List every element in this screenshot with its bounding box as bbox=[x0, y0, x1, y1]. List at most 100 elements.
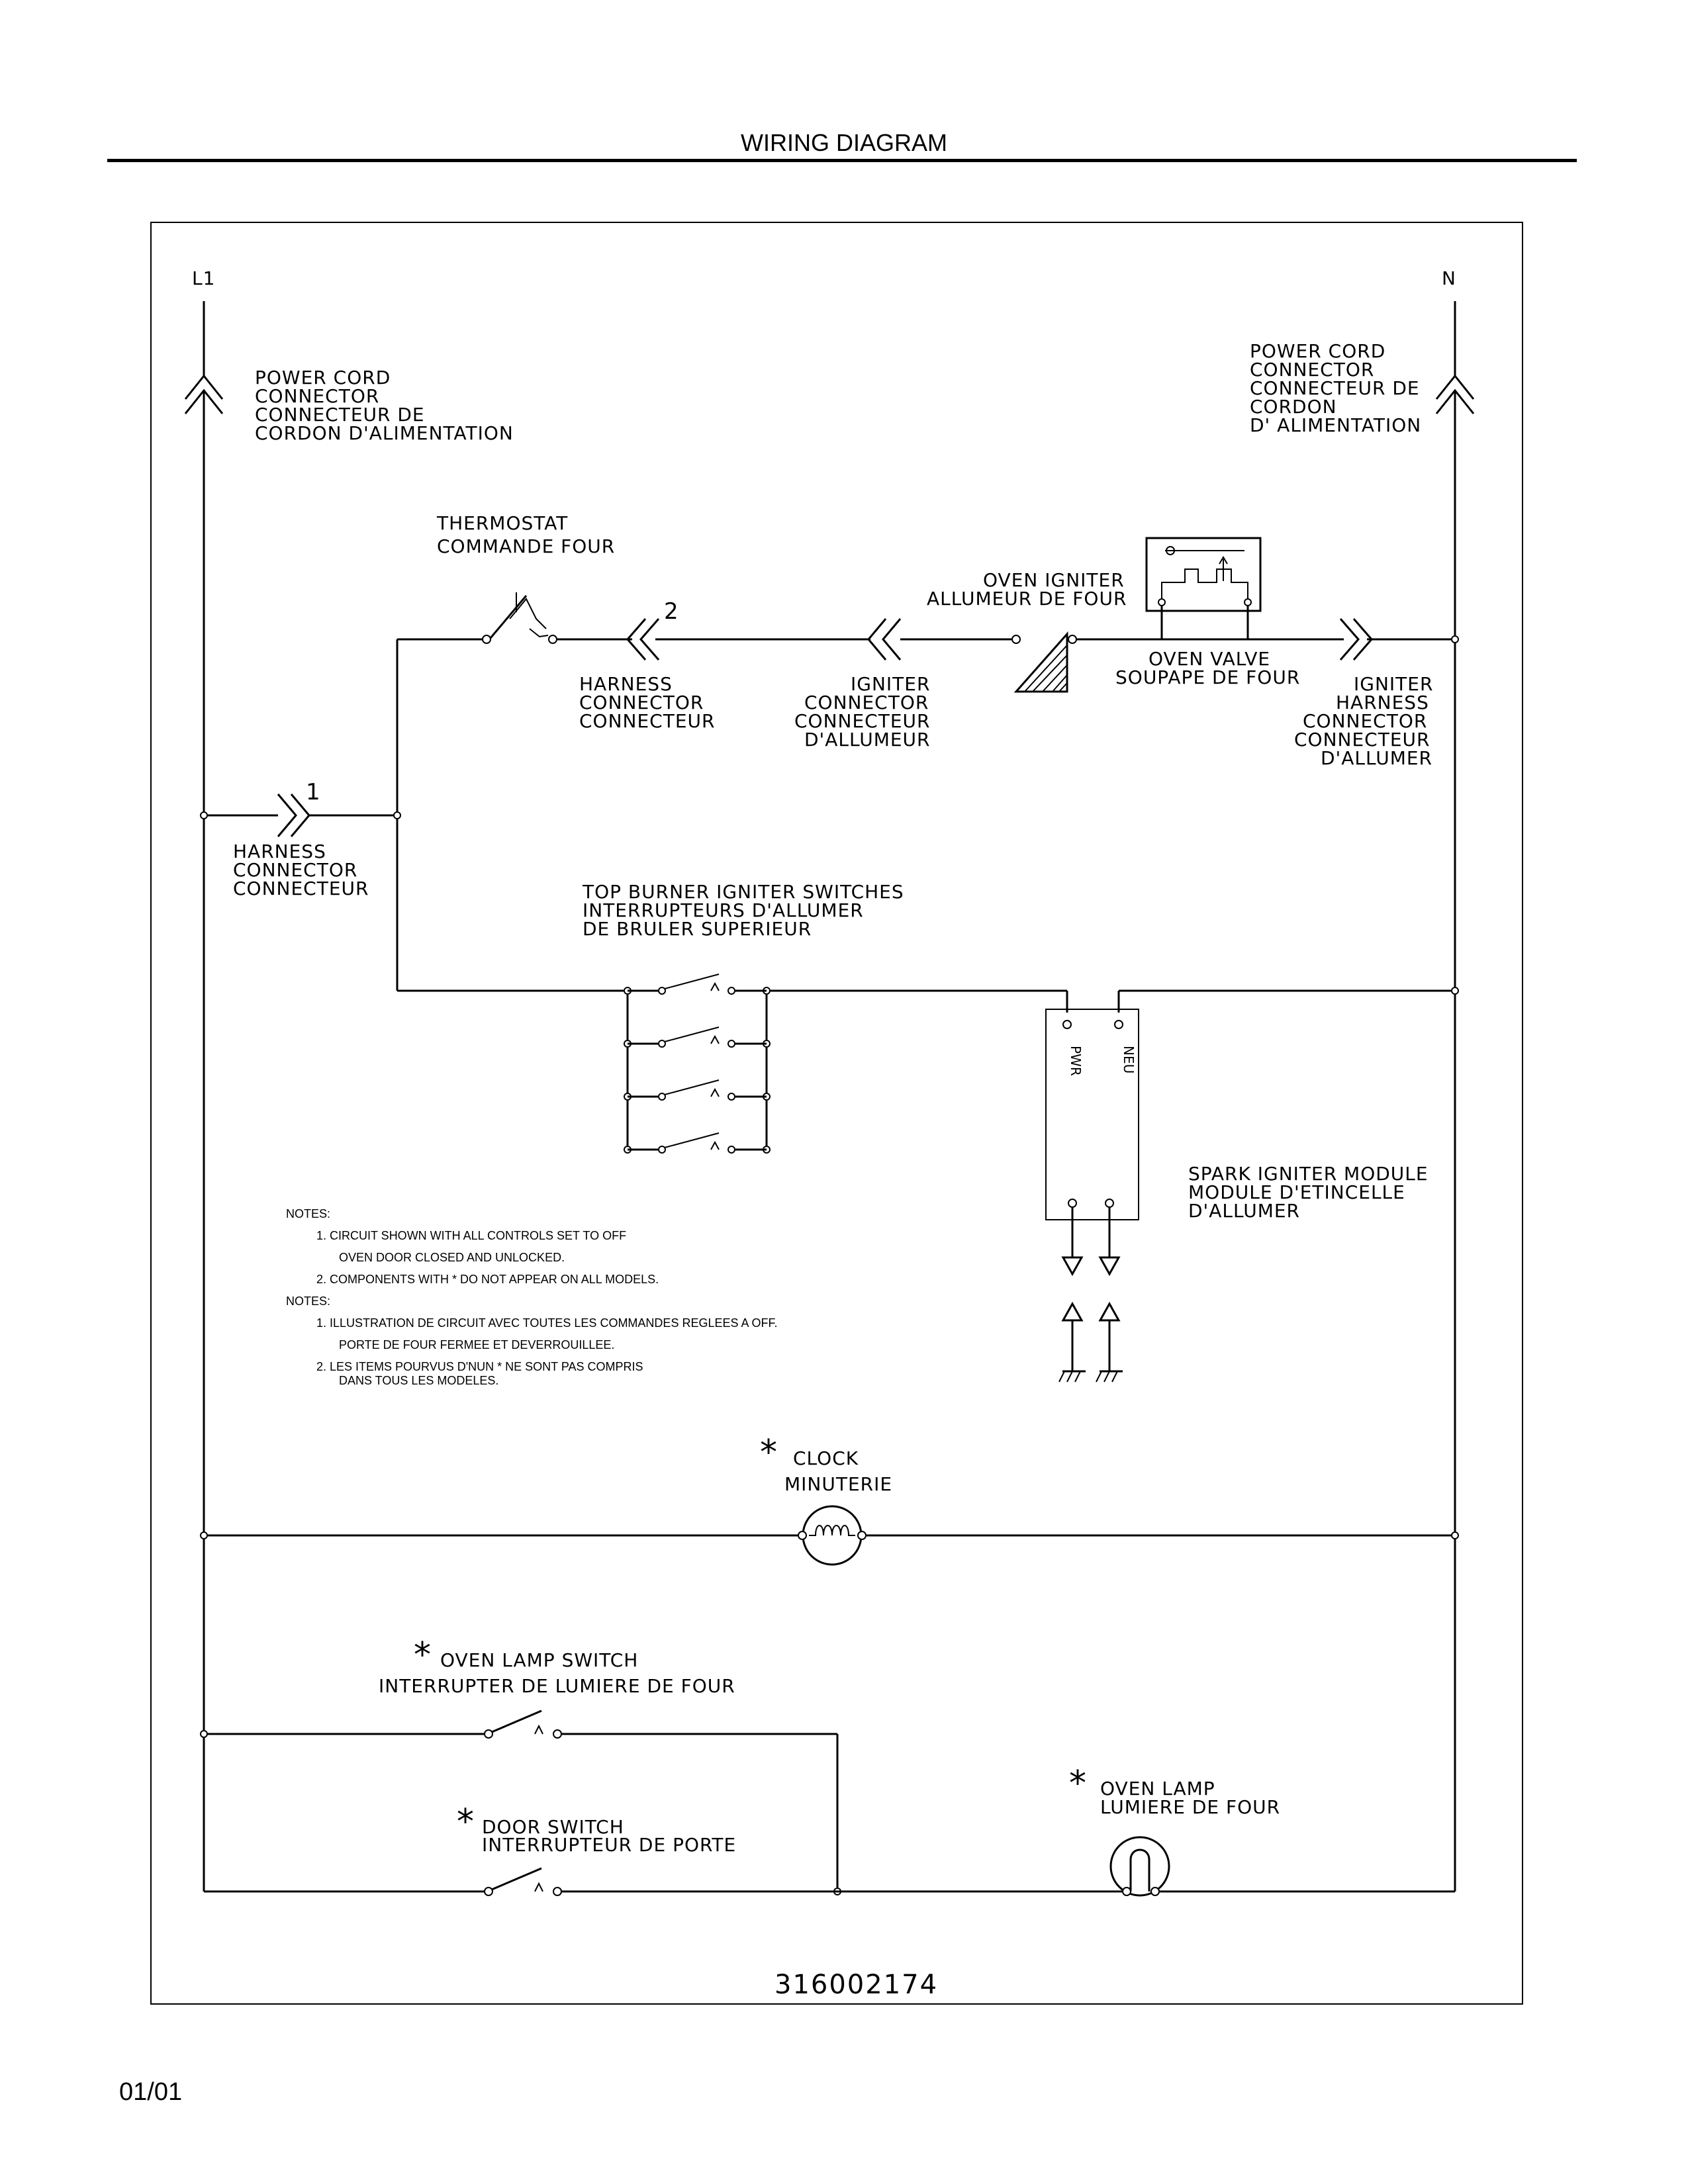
svg-text:INTERRUPTER DE LUMIERE DE FOUR: INTERRUPTER DE LUMIERE DE FOUR bbox=[379, 1675, 735, 1697]
svg-text:ALLUMEUR DE FOUR: ALLUMEUR DE FOUR bbox=[927, 588, 1127, 610]
svg-text:D'ALLUMER: D'ALLUMER bbox=[1321, 747, 1432, 769]
clock-label: CLOCK MINUTERIE bbox=[784, 1447, 892, 1495]
power-cord-left-label: POWER CORD CONNECTOR CONNECTEUR DE CORDO… bbox=[255, 367, 514, 444]
igniter-connector bbox=[867, 618, 902, 660]
page-title: WIRING DIAGRAM bbox=[741, 129, 947, 156]
svg-text:CONNECTEUR: CONNECTEUR bbox=[794, 710, 930, 732]
svg-text:IGNITER: IGNITER bbox=[851, 673, 930, 695]
clock-motor bbox=[798, 1505, 867, 1566]
svg-text:OVEN DOOR CLOSED AND UNLOCKED.: OVEN DOOR CLOSED AND UNLOCKED. bbox=[339, 1251, 565, 1264]
svg-text:HARNESS: HARNESS bbox=[1336, 692, 1429, 713]
l1-label: L1 bbox=[192, 267, 215, 289]
svg-text:OVEN LAMP SWITCH: OVEN LAMP SWITCH bbox=[440, 1649, 638, 1671]
svg-text:TOP BURNER IGNITER SWITCHES: TOP BURNER IGNITER SWITCHES bbox=[582, 881, 904, 903]
harness-connector-2 bbox=[626, 618, 660, 660]
svg-text:1. ILLUSTRATION DE CIRCUIT AV: 1. ILLUSTRATION DE CIRCUIT AVEC TOUTES L… bbox=[316, 1316, 778, 1330]
oven-lamp-switch-label: OVEN LAMP SWITCH INTERRUPTER DE LUMIERE … bbox=[379, 1649, 735, 1697]
power-cord-right-label: POWER CORD CONNECTOR CONNECTEUR DE CORDO… bbox=[1250, 340, 1421, 436]
igniter-harness-connector-label: IGNITER HARNESS CONNECTOR CONNECTEUR D'A… bbox=[1294, 673, 1433, 769]
svg-text:DANS TOUS LES MODELES.: DANS TOUS LES MODELES. bbox=[339, 1374, 498, 1387]
harness-connector-1-label: HARNESS CONNECTOR CONNECTEUR bbox=[233, 841, 369, 899]
svg-text:DOOR SWITCH: DOOR SWITCH bbox=[482, 1816, 624, 1838]
svg-text:CLOCK: CLOCK bbox=[793, 1447, 859, 1469]
svg-text:D' ALIMENTATION: D' ALIMENTATION bbox=[1250, 414, 1421, 436]
top-burner-igniter-switches bbox=[396, 974, 1068, 1154]
svg-text:CONNECTEUR DE: CONNECTEUR DE bbox=[255, 404, 425, 426]
svg-text:SPARK IGNITER MODULE: SPARK IGNITER MODULE bbox=[1188, 1163, 1429, 1185]
spark-igniter-module: PWR NEU bbox=[1045, 1009, 1139, 1383]
svg-text:INTERRUPTEURS D'ALLUMER: INTERRUPTEURS D'ALLUMER bbox=[583, 899, 864, 921]
svg-text:DE BRULER SUPERIEUR: DE BRULER SUPERIEUR bbox=[583, 918, 812, 940]
svg-text:CONNECTOR: CONNECTOR bbox=[255, 385, 379, 407]
oven-igniter bbox=[1011, 631, 1077, 693]
svg-text:MODULE D'ETINCELLE: MODULE D'ETINCELLE bbox=[1188, 1181, 1405, 1203]
notes: NOTES: 1. CIRCUIT SHOWN WITH ALL CONTROL… bbox=[286, 1207, 778, 1387]
oven-lamp bbox=[1109, 1836, 1170, 1897]
oven-lamp-label: OVEN LAMP LUMIERE DE FOUR bbox=[1100, 1778, 1280, 1818]
svg-text:CONNECTEUR: CONNECTEUR bbox=[233, 878, 369, 899]
svg-text:CONNECTOR: CONNECTOR bbox=[233, 859, 357, 881]
svg-text:CONNECTEUR DE: CONNECTEUR DE bbox=[1250, 377, 1420, 399]
igniter-harness-connector bbox=[1339, 618, 1459, 660]
door-switch bbox=[204, 1867, 1455, 1896]
thermostat-label: THERMOSTAT COMMANDE FOUR bbox=[436, 512, 615, 557]
harness-connector-2-number: 2 bbox=[664, 598, 679, 625]
svg-text:COMMANDE FOUR: COMMANDE FOUR bbox=[437, 535, 615, 557]
svg-text:OVEN VALVE: OVEN VALVE bbox=[1149, 648, 1270, 670]
svg-text:CORDON: CORDON bbox=[1250, 396, 1337, 418]
svg-text:PWR: PWR bbox=[1068, 1046, 1084, 1076]
svg-text:NEU: NEU bbox=[1121, 1046, 1137, 1073]
oven-valve bbox=[1145, 537, 1262, 639]
svg-text:1. CIRCUIT SHOWN WITH ALL CON: 1. CIRCUIT SHOWN WITH ALL CONTROLS SET T… bbox=[316, 1229, 626, 1242]
harness-connector-1-number: 1 bbox=[306, 779, 320, 805]
top-burner-igniter-switches-label: TOP BURNER IGNITER SWITCHES INTERRUPTEUR… bbox=[582, 881, 904, 940]
svg-text:HARNESS: HARNESS bbox=[579, 673, 673, 695]
svg-text:OVEN LAMP: OVEN LAMP bbox=[1100, 1778, 1215, 1799]
igniter-connector-label: IGNITER CONNECTOR CONNECTEUR D'ALLUMEUR bbox=[794, 673, 931, 751]
n-rail bbox=[1435, 301, 1475, 1891]
harness-connector-1 bbox=[200, 794, 401, 837]
svg-text:CONNECTOR: CONNECTOR bbox=[804, 692, 929, 713]
svg-text:IGNITER: IGNITER bbox=[1354, 673, 1433, 695]
door-switch-asterisk: * bbox=[457, 1802, 474, 1842]
clock-circuit-wire bbox=[200, 1531, 1459, 1539]
clock-asterisk: * bbox=[760, 1433, 777, 1473]
svg-text:POWER CORD: POWER CORD bbox=[255, 367, 391, 388]
harness-connector-2-label: HARNESS CONNECTOR CONNECTEUR bbox=[579, 673, 715, 732]
spark-module-neutral-wire bbox=[1117, 987, 1459, 1013]
svg-text:INTERRUPTEUR DE PORTE: INTERRUPTEUR DE PORTE bbox=[482, 1834, 736, 1856]
svg-text:MINUTERIE: MINUTERIE bbox=[784, 1473, 892, 1495]
svg-text:NOTES:: NOTES: bbox=[286, 1295, 330, 1308]
svg-text:LUMIERE DE FOUR: LUMIERE DE FOUR bbox=[1100, 1796, 1280, 1818]
svg-text:CONNECTOR: CONNECTOR bbox=[579, 692, 704, 713]
oven-valve-label: OVEN VALVE SOUPAPE DE FOUR bbox=[1115, 648, 1300, 688]
svg-text:CONNECTEUR: CONNECTEUR bbox=[579, 710, 715, 732]
svg-text:SOUPAPE DE FOUR: SOUPAPE DE FOUR bbox=[1115, 666, 1300, 688]
svg-text:2. COMPONENTS WITH * DO NOT A: 2. COMPONENTS WITH * DO NOT APPEAR ON AL… bbox=[316, 1273, 659, 1286]
svg-text:NOTES:: NOTES: bbox=[286, 1207, 330, 1220]
svg-text:D'ALLUMEUR: D'ALLUMEUR bbox=[804, 729, 931, 751]
oven-igniter-label: OVEN IGNITER ALLUMEUR DE FOUR bbox=[927, 569, 1127, 610]
spark-igniter-module-label: SPARK IGNITER MODULE MODULE D'ETINCELLE … bbox=[1188, 1163, 1429, 1222]
svg-text:PORTE DE FOUR FERMEE ET DEVERR: PORTE DE FOUR FERMEE ET DEVERROUILLEE. bbox=[339, 1338, 614, 1351]
oven-lamp-switch-asterisk: * bbox=[414, 1635, 431, 1675]
svg-text:OVEN IGNITER: OVEN IGNITER bbox=[983, 569, 1125, 591]
header-rule bbox=[107, 159, 1577, 162]
thermostat bbox=[482, 592, 557, 644]
l1-rail bbox=[184, 301, 224, 1891]
svg-text:HARNESS: HARNESS bbox=[233, 841, 326, 862]
svg-text:CONNECTOR: CONNECTOR bbox=[1250, 359, 1374, 381]
n-label: N bbox=[1442, 267, 1456, 289]
page-date: 01/01 bbox=[119, 2078, 183, 2106]
svg-text:2. LES ITEMS POURVUS D'NUN *: 2. LES ITEMS POURVUS D'NUN * NE SONT PAS… bbox=[316, 1360, 643, 1373]
door-switch-label: DOOR SWITCH INTERRUPTEUR DE PORTE bbox=[482, 1816, 736, 1856]
svg-text:THERMOSTAT: THERMOSTAT bbox=[436, 512, 568, 534]
svg-text:CORDON D'ALIMENTATION: CORDON D'ALIMENTATION bbox=[255, 422, 514, 444]
diagram-frame bbox=[150, 222, 1523, 2005]
model-number: 316002174 bbox=[774, 1970, 938, 2000]
svg-text:D'ALLUMER: D'ALLUMER bbox=[1188, 1200, 1300, 1222]
svg-text:POWER CORD: POWER CORD bbox=[1250, 340, 1385, 362]
svg-text:CONNECTOR: CONNECTOR bbox=[1303, 710, 1427, 732]
oven-lamp-asterisk: * bbox=[1069, 1764, 1086, 1803]
